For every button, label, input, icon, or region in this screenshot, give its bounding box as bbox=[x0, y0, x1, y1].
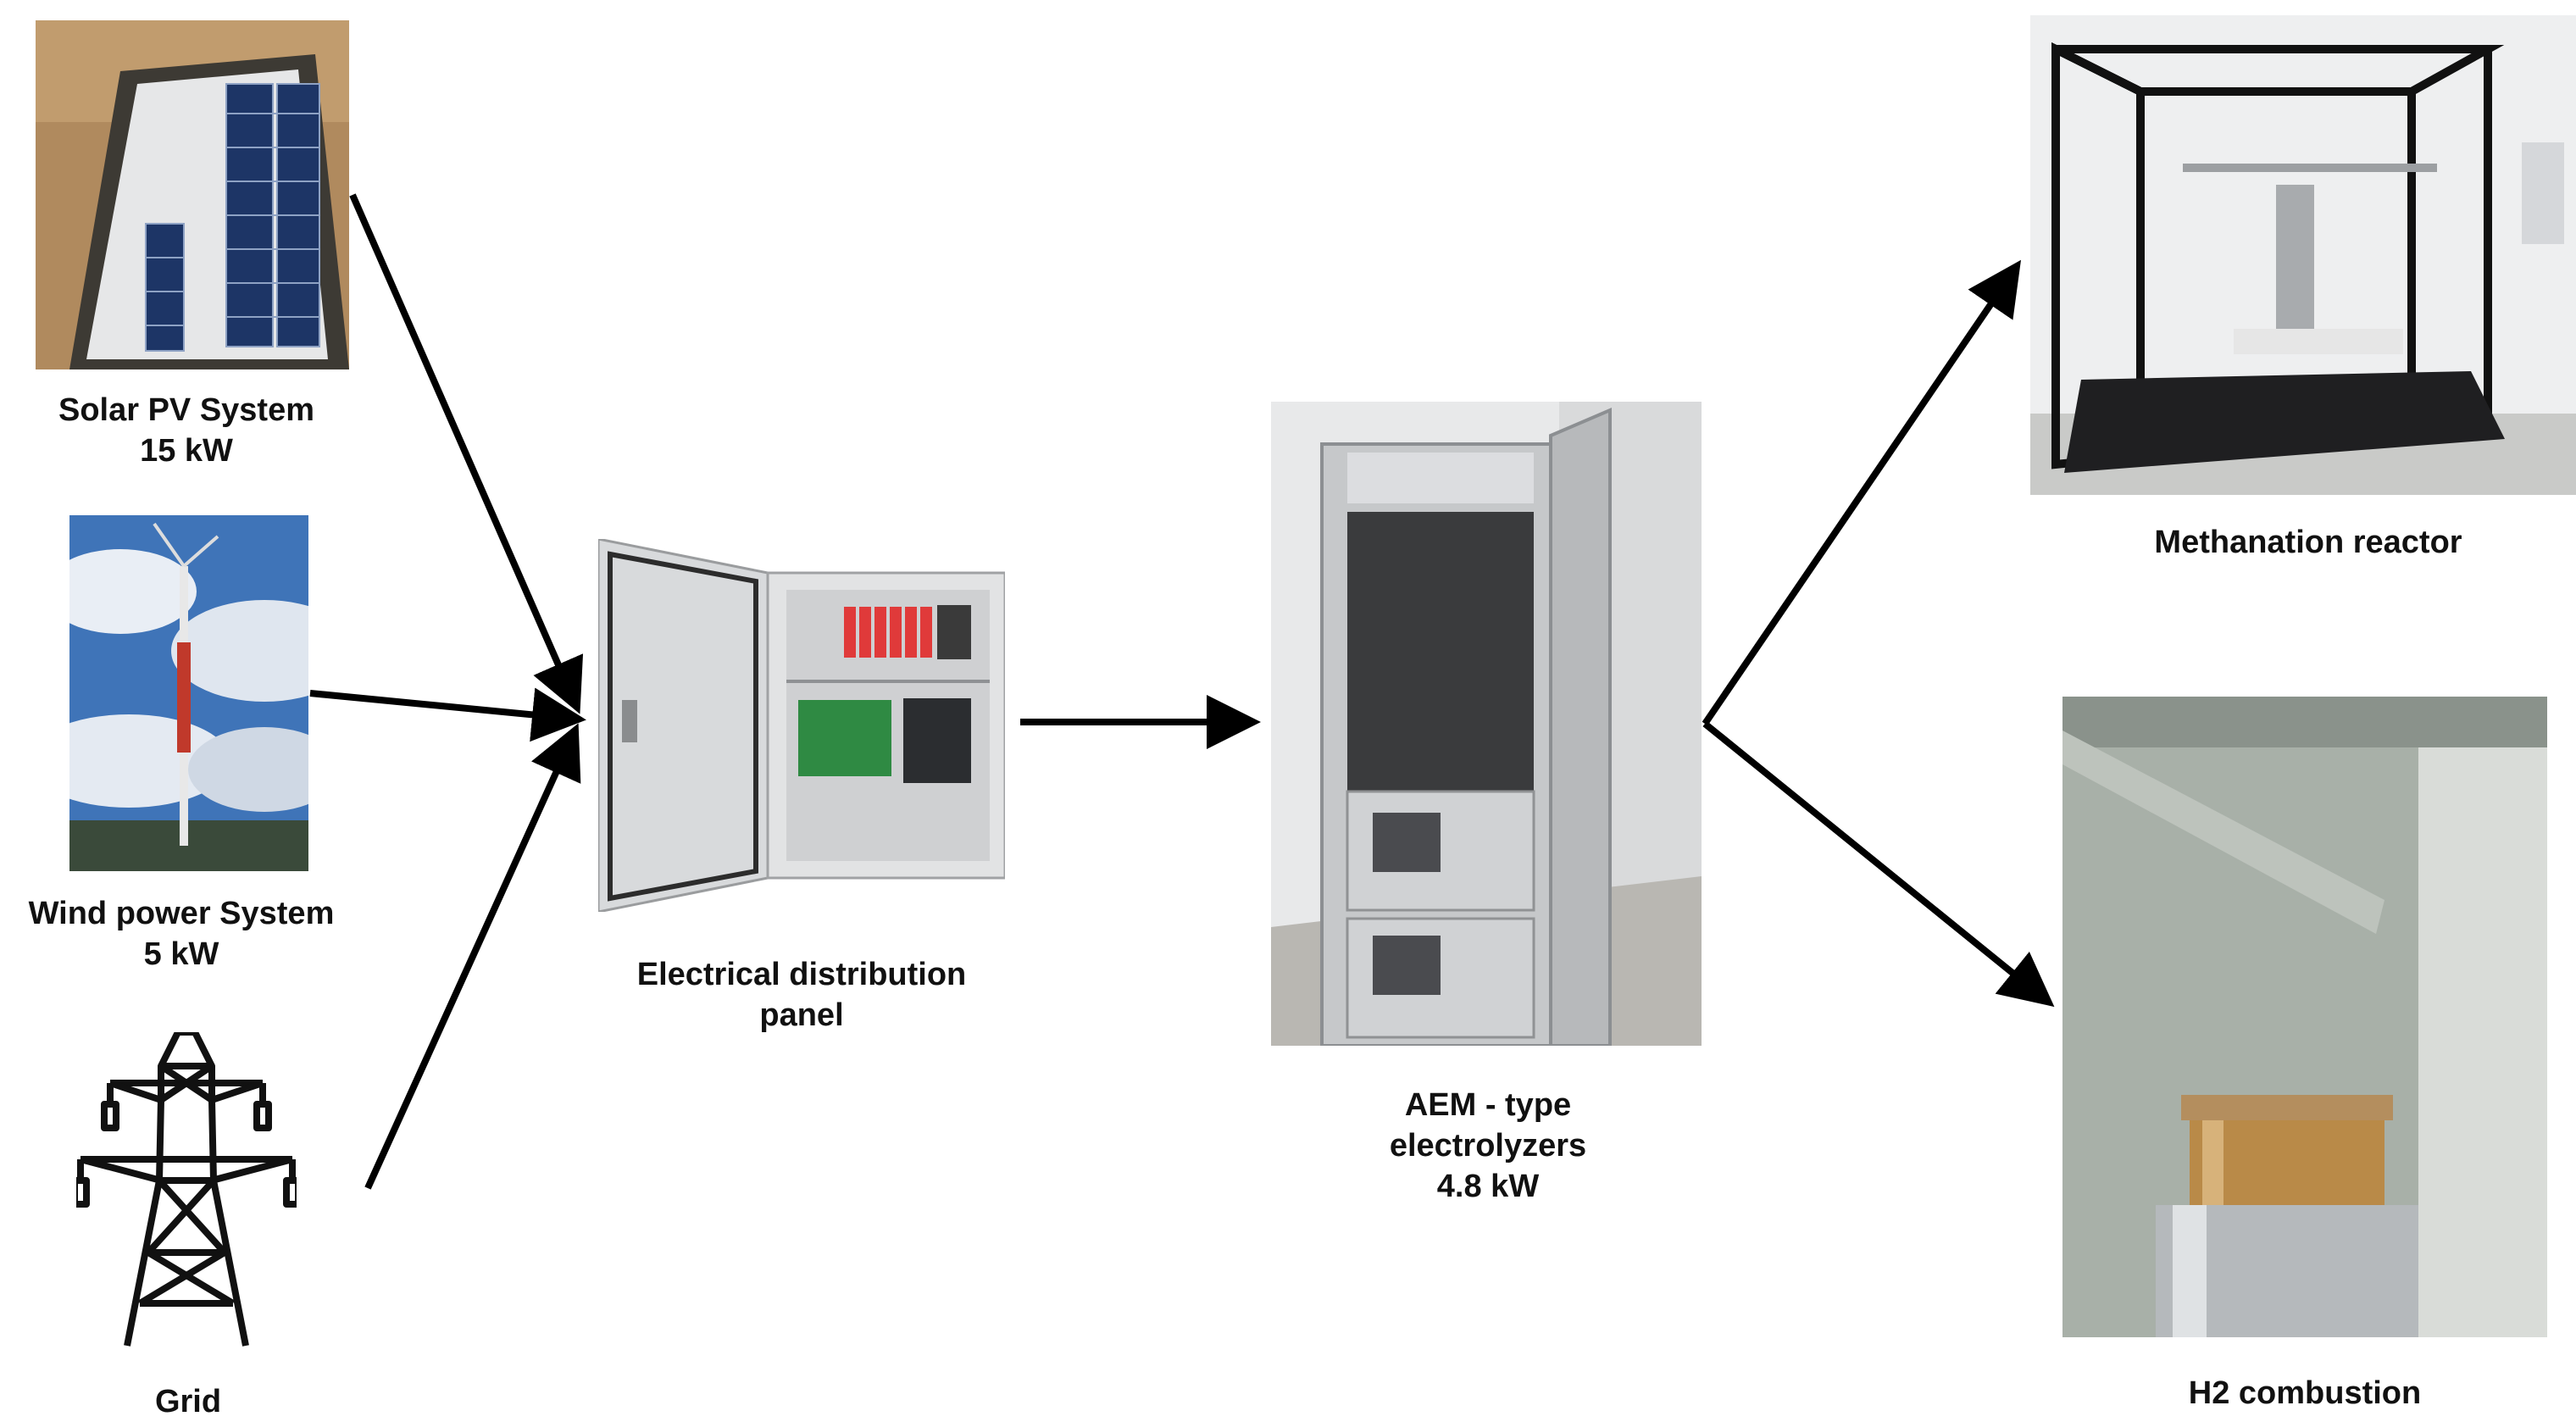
combustion-title: H2 combustion bbox=[2188, 1375, 2422, 1411]
wind-title: Wind power System bbox=[28, 896, 335, 931]
electrolyzer-label: AEM - type electrolyzers 4.8 kW bbox=[1390, 1085, 1586, 1207]
wind-turbine-photo bbox=[69, 515, 308, 871]
h2-burner-photo bbox=[2062, 697, 2547, 1337]
arrow-electrolyzer-to-combustion bbox=[1702, 720, 2055, 1008]
transmission-tower-icon bbox=[76, 1032, 297, 1354]
methanation-reactor-photo bbox=[2030, 15, 2576, 495]
arrow-grid-to-panel bbox=[364, 723, 581, 1190]
solar-pv-capacity: 15 kW bbox=[140, 433, 233, 469]
solar-pv-photo bbox=[36, 20, 349, 369]
methanation-label: Methanation reactor bbox=[2154, 522, 2462, 563]
solar-pv-title: Solar PV System bbox=[58, 392, 315, 428]
wind-capacity: 5 kW bbox=[143, 936, 219, 972]
solar-pv-label: Solar PV System 15 kW bbox=[58, 390, 314, 471]
arrow-electrolyzer-to-methanation bbox=[1702, 259, 2022, 726]
electrolyzer-title: AEM - type bbox=[1404, 1087, 1572, 1123]
combustion-label: H2 combustion bbox=[2189, 1373, 2421, 1414]
arrow-wind-to-panel bbox=[309, 687, 586, 742]
panel-title: Electrical distribution bbox=[636, 957, 967, 992]
electrolyzer-capacity: 4.8 kW bbox=[1436, 1169, 1540, 1204]
methanation-title: Methanation reactor bbox=[2154, 525, 2462, 560]
panel-label: Electrical distribution panel bbox=[637, 954, 967, 1036]
panel-subtitle: panel bbox=[759, 997, 844, 1033]
electrolyzer-rack-photo bbox=[1271, 402, 1702, 1046]
wind-label: Wind power System 5 kW bbox=[29, 893, 335, 975]
grid-title: Grid bbox=[154, 1384, 222, 1419]
distribution-panel-photo bbox=[598, 539, 1005, 912]
electrolyzer-subtitle: electrolyzers bbox=[1389, 1128, 1587, 1164]
grid-label: Grid bbox=[155, 1381, 221, 1422]
arrow-solar-to-panel bbox=[349, 193, 584, 714]
